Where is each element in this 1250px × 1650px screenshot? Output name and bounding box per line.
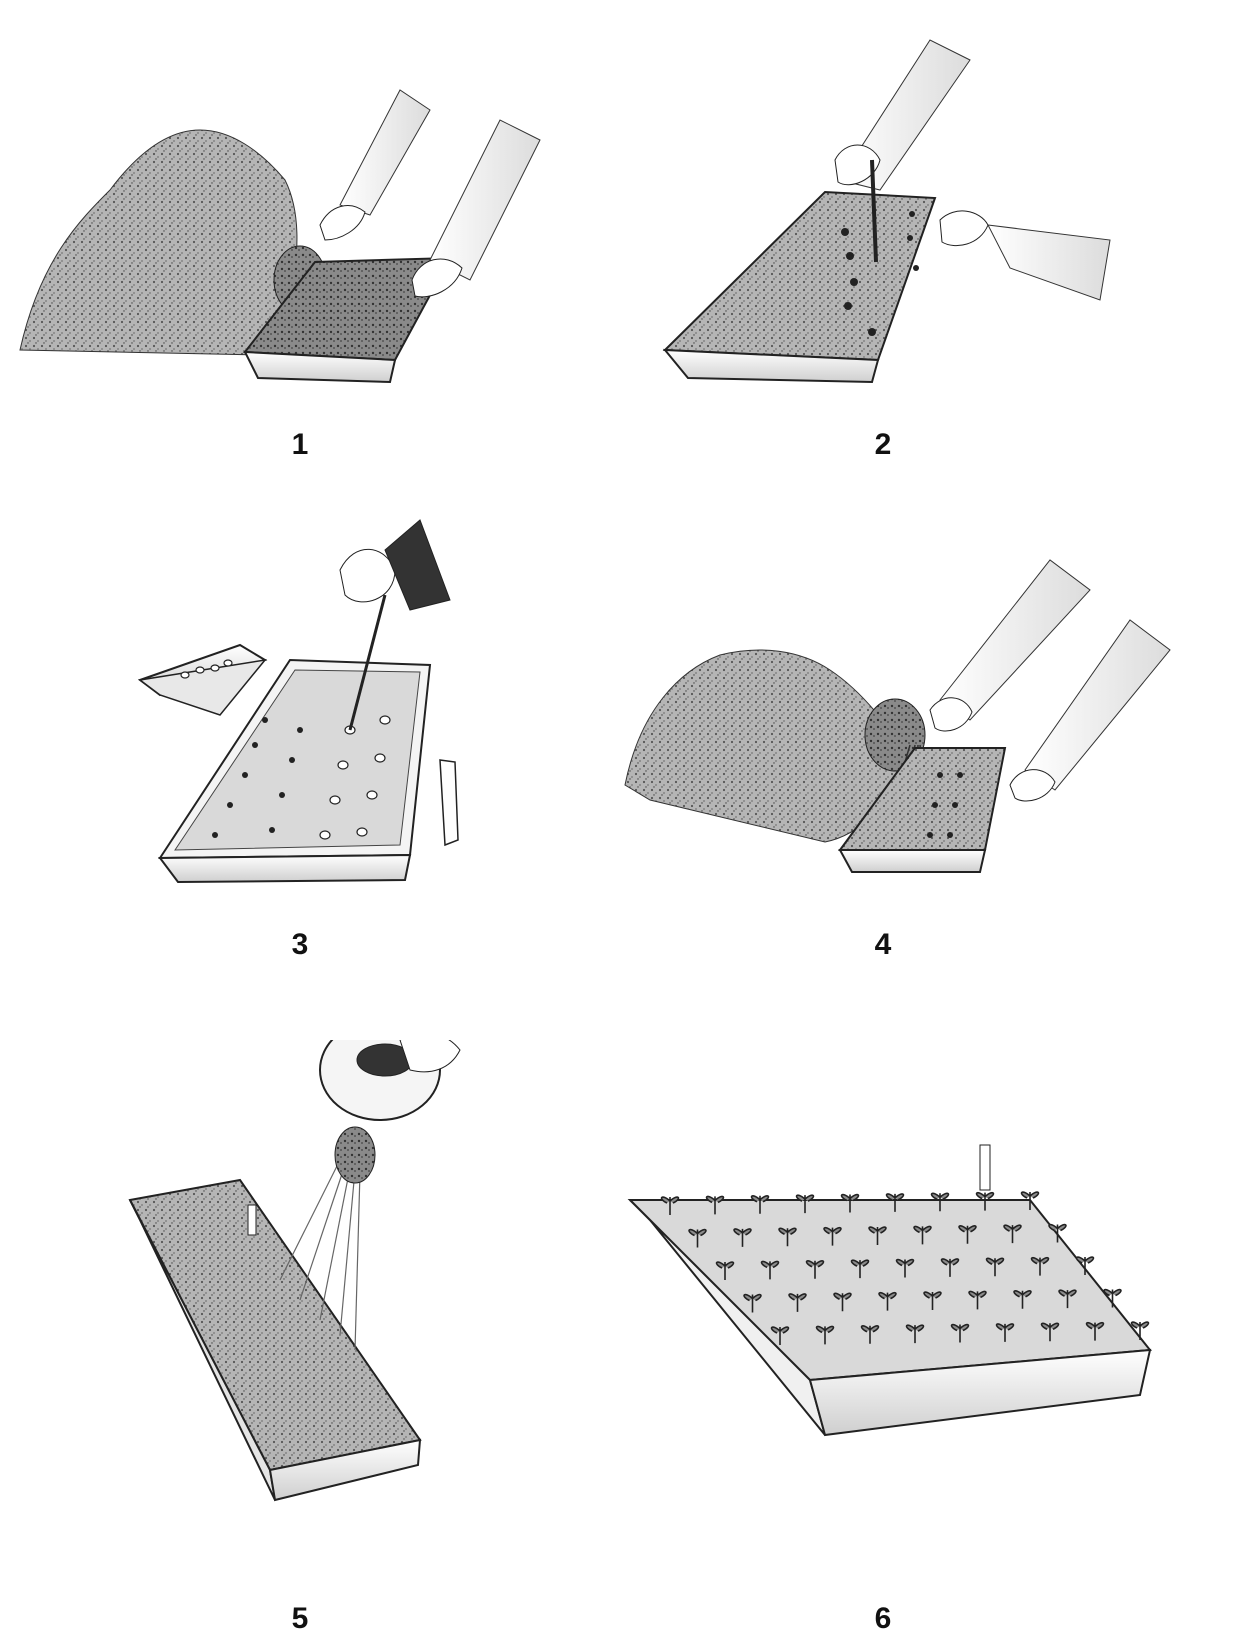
step-6-panel: 6 (610, 1040, 1250, 1650)
step-4-illustration (610, 500, 1250, 1020)
step-6-illustration (610, 1040, 1250, 1650)
step-2-number: 2 (875, 428, 892, 462)
step-1-illustration (0, 0, 600, 480)
step-1-panel: 1 (0, 0, 600, 480)
step-2-panel: 2 (610, 0, 1250, 480)
step-4-number: 4 (875, 928, 892, 962)
step-5-number: 5 (292, 1602, 309, 1636)
step-6-number: 6 (875, 1602, 892, 1636)
step-4-panel: 4 (610, 500, 1250, 1020)
step-3-panel: 3 (0, 500, 600, 1020)
step-1-number: 1 (292, 428, 309, 462)
step-5-panel: 5 (0, 1040, 600, 1650)
step-2-illustration (610, 0, 1250, 480)
step-5-illustration (0, 1040, 600, 1650)
step-3-number: 3 (292, 928, 309, 962)
